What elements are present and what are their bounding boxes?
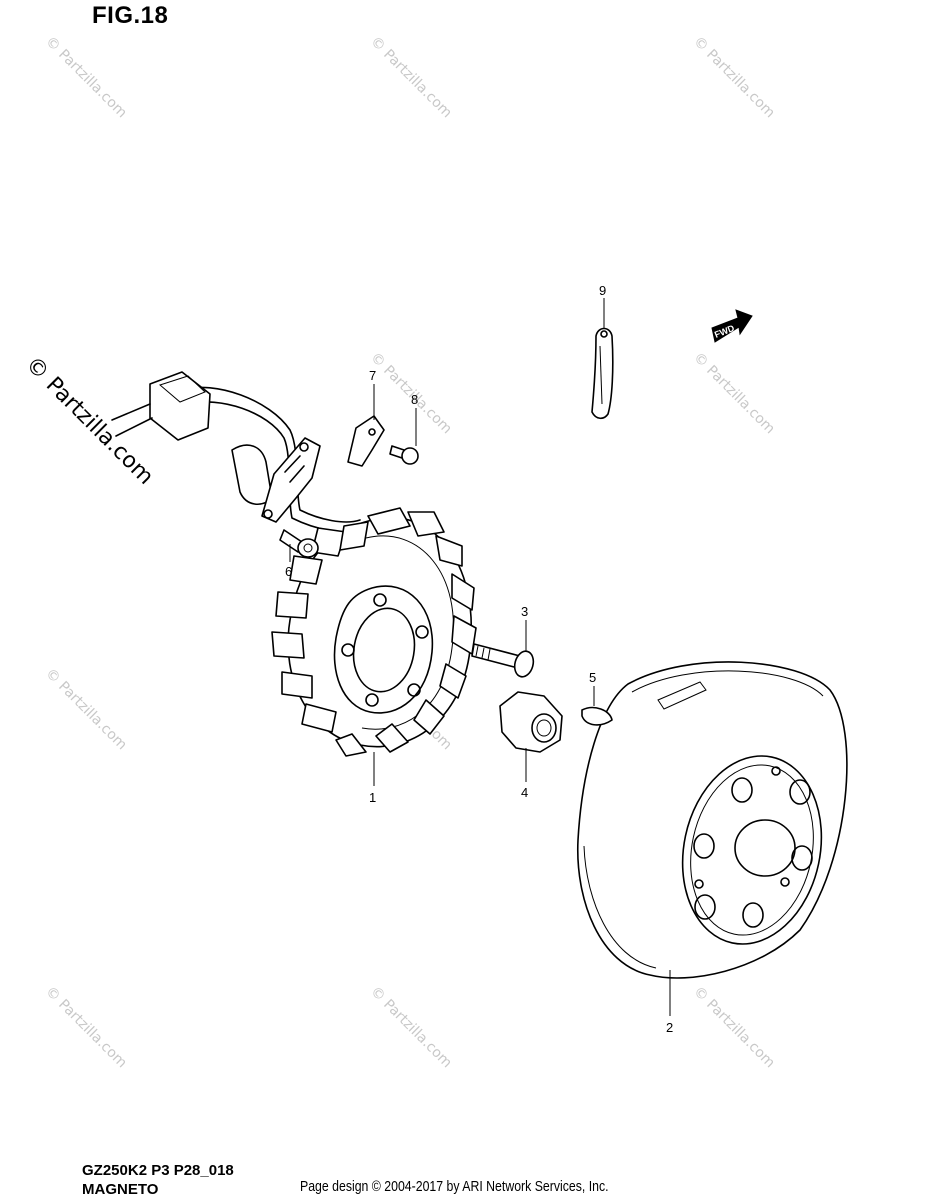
- watermark: © Partzilla.com: [42, 984, 130, 1072]
- figure-label: FIG.18: [92, 2, 169, 29]
- forward-direction-arrow-icon: FWD: [711, 309, 753, 343]
- magneto-stator-drawing: [111, 371, 477, 757]
- watermark: © Partzilla.com: [367, 34, 455, 122]
- section-name: MAGNETO: [82, 1181, 159, 1198]
- wire-clamp-drawing: [347, 415, 385, 467]
- woodruff-key-drawing: [581, 706, 613, 726]
- watermark: © Partzilla.com: [42, 666, 130, 754]
- watermark: © Partzilla.com: [690, 34, 778, 122]
- callout-3: 3: [521, 604, 528, 619]
- callout-9: 9: [599, 283, 606, 298]
- callout-leader-lines: [289, 298, 671, 1016]
- bolt-drawing: [471, 643, 535, 678]
- screw-drawing: [279, 529, 319, 558]
- forward-direction-label: FWD: [713, 323, 736, 340]
- watermark: © Partzilla.com: [367, 984, 455, 1072]
- watermark: © Partzilla.com: [690, 350, 778, 438]
- callout-5: 5: [589, 670, 596, 685]
- callout-8: 8: [411, 392, 418, 407]
- callout-6: 6: [285, 564, 292, 579]
- callout-2: 2: [666, 1020, 673, 1035]
- model-code: GZ250K2 P3 P28_018: [82, 1162, 234, 1179]
- callout-7: 7: [369, 368, 376, 383]
- watermark: © Partzilla.com: [42, 34, 130, 122]
- clamp-screw-drawing: [389, 445, 419, 465]
- copyright-credit: Page design © 2004-2017 by ARI Network S…: [300, 1178, 609, 1195]
- nut-drawing: [499, 691, 563, 753]
- wire-strap-drawing: [591, 327, 614, 420]
- magneto-rotor-drawing: [576, 661, 848, 979]
- callout-labels: 1 2 3 4 5 6 7 8 9: [285, 283, 673, 1035]
- watermark: © Partzilla.com: [690, 984, 778, 1072]
- callout-1: 1: [369, 790, 376, 805]
- callout-4: 4: [521, 785, 528, 800]
